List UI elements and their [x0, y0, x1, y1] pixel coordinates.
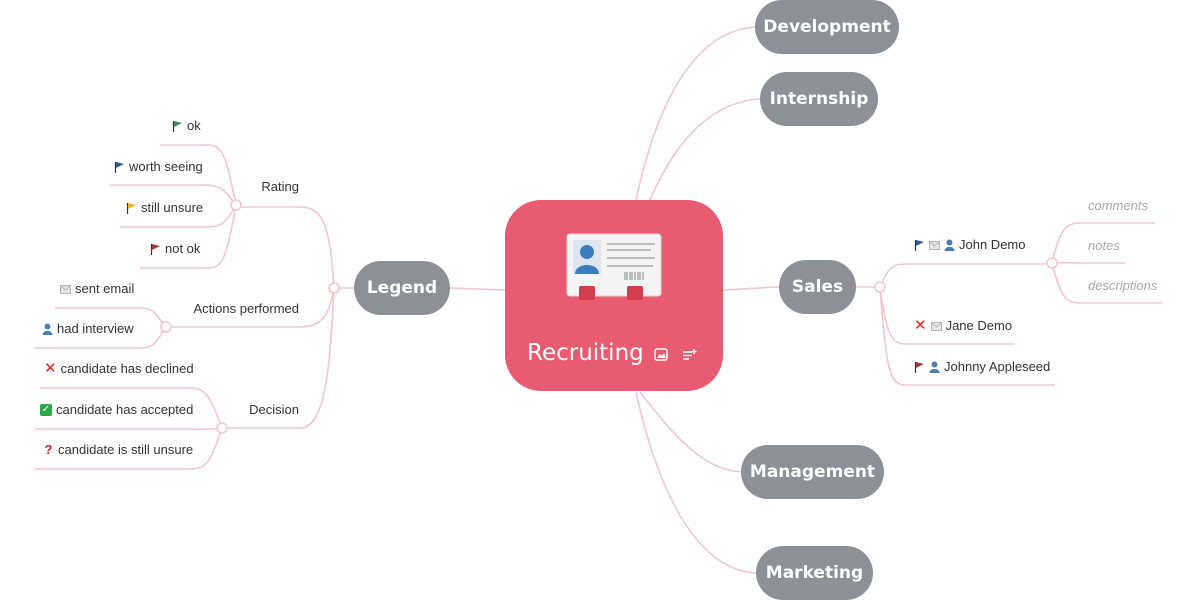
flag-green-icon: [172, 121, 182, 132]
envelope-icon: [930, 321, 942, 331]
decision-declined-label: candidate has declined: [60, 361, 194, 376]
check-icon: ✓: [40, 404, 52, 416]
legend-actions-performed[interactable]: Actions performed: [193, 301, 300, 316]
candidate-johnny-appleseed[interactable]: Johnny Appleseed: [914, 359, 1050, 375]
rating-not-ok[interactable]: not ok: [150, 241, 200, 257]
john-detail-descriptions[interactable]: descriptions: [1088, 278, 1158, 293]
id-card-image: [566, 233, 662, 300]
decision-unsure-label: candidate is still unsure: [58, 442, 194, 457]
decision-declined[interactable]: ✕ candidate has declined: [44, 361, 194, 377]
rating-ok-label: ok: [187, 118, 201, 133]
legend-decision[interactable]: Decision: [249, 402, 299, 417]
rating-still-unsure-label: still unsure: [141, 200, 204, 215]
cross-icon: ✕: [44, 360, 57, 377]
action-sent-email[interactable]: sent email: [60, 281, 134, 297]
rating-still-unsure[interactable]: still unsure: [126, 200, 203, 216]
flag-red-icon: [914, 362, 924, 373]
john-detail-comments[interactable]: comments: [1088, 198, 1148, 213]
flag-blue-icon: [114, 162, 124, 173]
flag-yellow-icon: [126, 203, 136, 214]
flag-blue-icon: [914, 240, 924, 251]
topic-internship[interactable]: Internship: [760, 72, 878, 126]
candidate-name: John Demo: [959, 237, 1026, 252]
topic-sales[interactable]: Sales: [779, 260, 856, 314]
candidate-name: Johnny Appleseed: [944, 359, 1051, 374]
person-icon: [944, 239, 955, 251]
candidate-jane-demo[interactable]: ✕ Jane Demo: [914, 318, 1012, 334]
legend-rating[interactable]: Rating: [261, 179, 299, 194]
decision-unsure[interactable]: ? candidate is still unsure: [43, 442, 194, 458]
topic-management[interactable]: Management: [741, 445, 884, 499]
topic-marketing[interactable]: Marketing: [756, 546, 873, 600]
question-icon: ?: [44, 442, 53, 457]
envelope-icon: [929, 240, 940, 250]
rating-ok[interactable]: ok: [172, 118, 201, 134]
rating-worth-seeing[interactable]: worth seeing: [114, 159, 203, 175]
candidate-john-demo[interactable]: John Demo: [914, 237, 1025, 253]
john-detail-notes[interactable]: notes: [1088, 238, 1120, 253]
decision-accepted[interactable]: ✓ candidate has accepted: [40, 402, 193, 418]
topic-legend[interactable]: Legend: [354, 261, 450, 315]
person-icon: [929, 361, 940, 373]
cross-icon: ✕: [914, 317, 927, 334]
rating-not-ok-label: not ok: [165, 241, 201, 256]
decision-accepted-label: candidate has accepted: [56, 402, 194, 417]
central-topic-recruiting[interactable]: Recruiting: [505, 200, 723, 391]
flag-red-icon: [150, 244, 160, 255]
image-icon[interactable]: [654, 348, 668, 361]
action-sent-email-label: sent email: [75, 281, 135, 296]
envelope-icon: [60, 284, 71, 294]
topic-development[interactable]: Development: [755, 0, 899, 54]
rating-worth-seeing-label: worth seeing: [129, 159, 203, 174]
candidate-name: Jane Demo: [945, 318, 1013, 333]
action-had-interview-label: had interview: [57, 321, 134, 336]
action-had-interview[interactable]: had interview: [42, 321, 134, 337]
person-icon: [42, 323, 53, 335]
central-topic-title: Recruiting: [527, 340, 644, 366]
notes-icon[interactable]: [682, 348, 697, 361]
